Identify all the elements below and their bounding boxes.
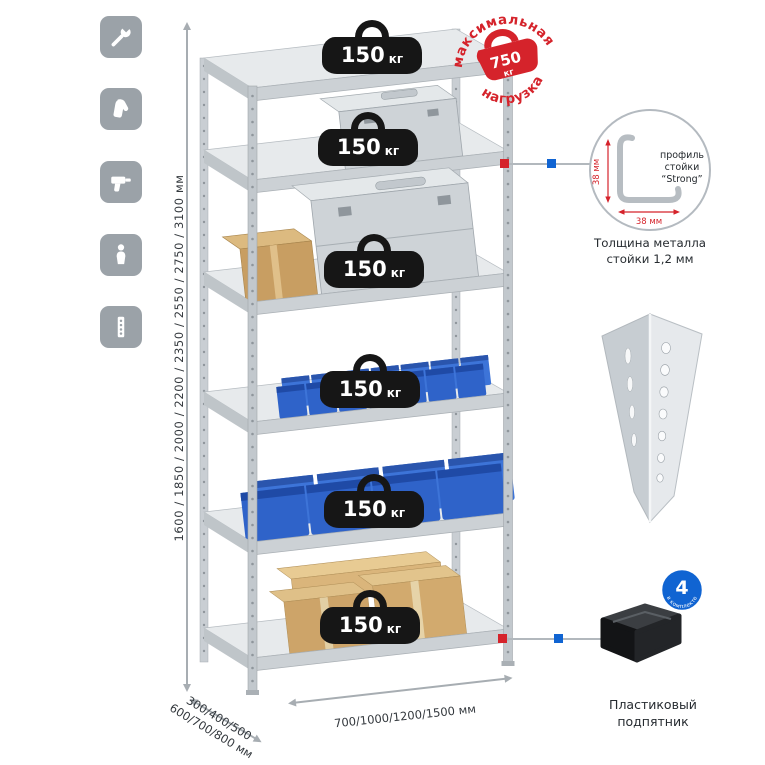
callout-marker-red-top bbox=[500, 159, 509, 168]
feature-tile-assembly bbox=[100, 16, 142, 58]
feature-tile-person bbox=[100, 234, 142, 276]
stamp-weight-icon: 750 кг bbox=[476, 29, 538, 81]
feature-tile-drill bbox=[100, 161, 142, 203]
plastic-foot-illustration: 4 в комплекте bbox=[600, 567, 705, 663]
arrow-up-icon bbox=[183, 18, 191, 30]
shelf-load-unit: кг bbox=[386, 621, 402, 636]
weight-handle-icon bbox=[353, 590, 387, 614]
shelf-load-value: 150 bbox=[338, 613, 383, 637]
foot-caption-line2: подпятник bbox=[617, 713, 689, 729]
shelf-load-value: 150 bbox=[340, 43, 385, 67]
height-dimension-line bbox=[183, 22, 191, 692]
post-profile-detail: 38 мм 38 мм профиль стойки “Strong” bbox=[589, 109, 711, 231]
profile-horizontal-dimension: 38 мм bbox=[618, 209, 680, 227]
shelf-load-value: 150 bbox=[342, 497, 387, 521]
shelf-load-value: 150 bbox=[342, 257, 387, 281]
arrow-left-icon bbox=[283, 698, 297, 708]
profile-label: профиль стойки “Strong” bbox=[660, 150, 704, 185]
weight-handle-icon bbox=[357, 234, 391, 258]
quantity-badge: 4 в комплекте bbox=[659, 567, 705, 613]
arrow-right-icon bbox=[504, 673, 518, 683]
stamp-unit: кг bbox=[503, 67, 516, 79]
work-glove-icon bbox=[113, 99, 129, 118]
profile-caption-line2: стойки 1,2 мм bbox=[606, 251, 694, 266]
arrow-down-icon bbox=[183, 684, 191, 696]
profile-label-line2: стойки bbox=[665, 162, 700, 173]
foot-caption-line1: Пластиковый bbox=[609, 697, 697, 712]
feature-tile-gloves bbox=[100, 88, 142, 130]
callout-line-bottom bbox=[502, 638, 602, 640]
callout-marker-blue-bottom bbox=[554, 634, 563, 643]
shelf-load-unit: кг bbox=[390, 505, 406, 520]
shelf-load-value: 150 bbox=[336, 135, 381, 159]
perforated-post-icon bbox=[117, 316, 125, 338]
plastic-foot-shape bbox=[600, 603, 682, 663]
profile-vertical-dimension: 38 мм bbox=[592, 139, 611, 203]
profile-dim-horizontal: 38 мм bbox=[636, 217, 662, 227]
rack-height-label: 1600 / 1850 / 2000 / 2200 / 2350 / 2550 … bbox=[172, 174, 186, 542]
feature-tile-post bbox=[100, 306, 142, 348]
profile-label-line3: “Strong” bbox=[661, 174, 702, 185]
profile-label-line1: профиль bbox=[660, 150, 704, 161]
badge-value: 4 bbox=[675, 577, 688, 599]
callout-marker-blue-top bbox=[547, 159, 556, 168]
profile-caption-line1: Толщина металла bbox=[593, 236, 706, 250]
person-icon bbox=[116, 244, 126, 265]
callout-marker-red-bottom bbox=[498, 634, 507, 643]
plastic-foot-caption: Пластиковый подпятник bbox=[585, 697, 721, 731]
shelf-load-unit: кг bbox=[388, 51, 404, 66]
upright-post-illustration bbox=[601, 313, 703, 524]
post-holes bbox=[656, 342, 671, 483]
drill-icon bbox=[111, 176, 131, 192]
post-profile-caption: Толщина металла стойки 1,2 мм bbox=[584, 236, 716, 268]
shelf-load-unit: кг bbox=[386, 385, 402, 400]
rack-front-posts bbox=[246, 56, 515, 695]
post-slots bbox=[624, 347, 637, 447]
cardboard-box bbox=[221, 228, 318, 304]
wrench-icon bbox=[111, 24, 131, 47]
strong-profile-drawing bbox=[617, 134, 682, 203]
max-load-stamp: максимальная нагрузка 750 кг bbox=[447, 6, 559, 115]
shelf-load-unit: кг bbox=[384, 143, 400, 158]
weight-handle-icon bbox=[357, 474, 391, 498]
profile-dim-vertical: 38 мм bbox=[592, 159, 602, 185]
weight-handle-icon bbox=[353, 354, 387, 378]
weight-handle-icon bbox=[351, 112, 385, 136]
shelf-load-value: 150 bbox=[338, 377, 383, 401]
weight-handle-icon bbox=[355, 20, 389, 44]
shelf-load-unit: кг bbox=[390, 265, 406, 280]
